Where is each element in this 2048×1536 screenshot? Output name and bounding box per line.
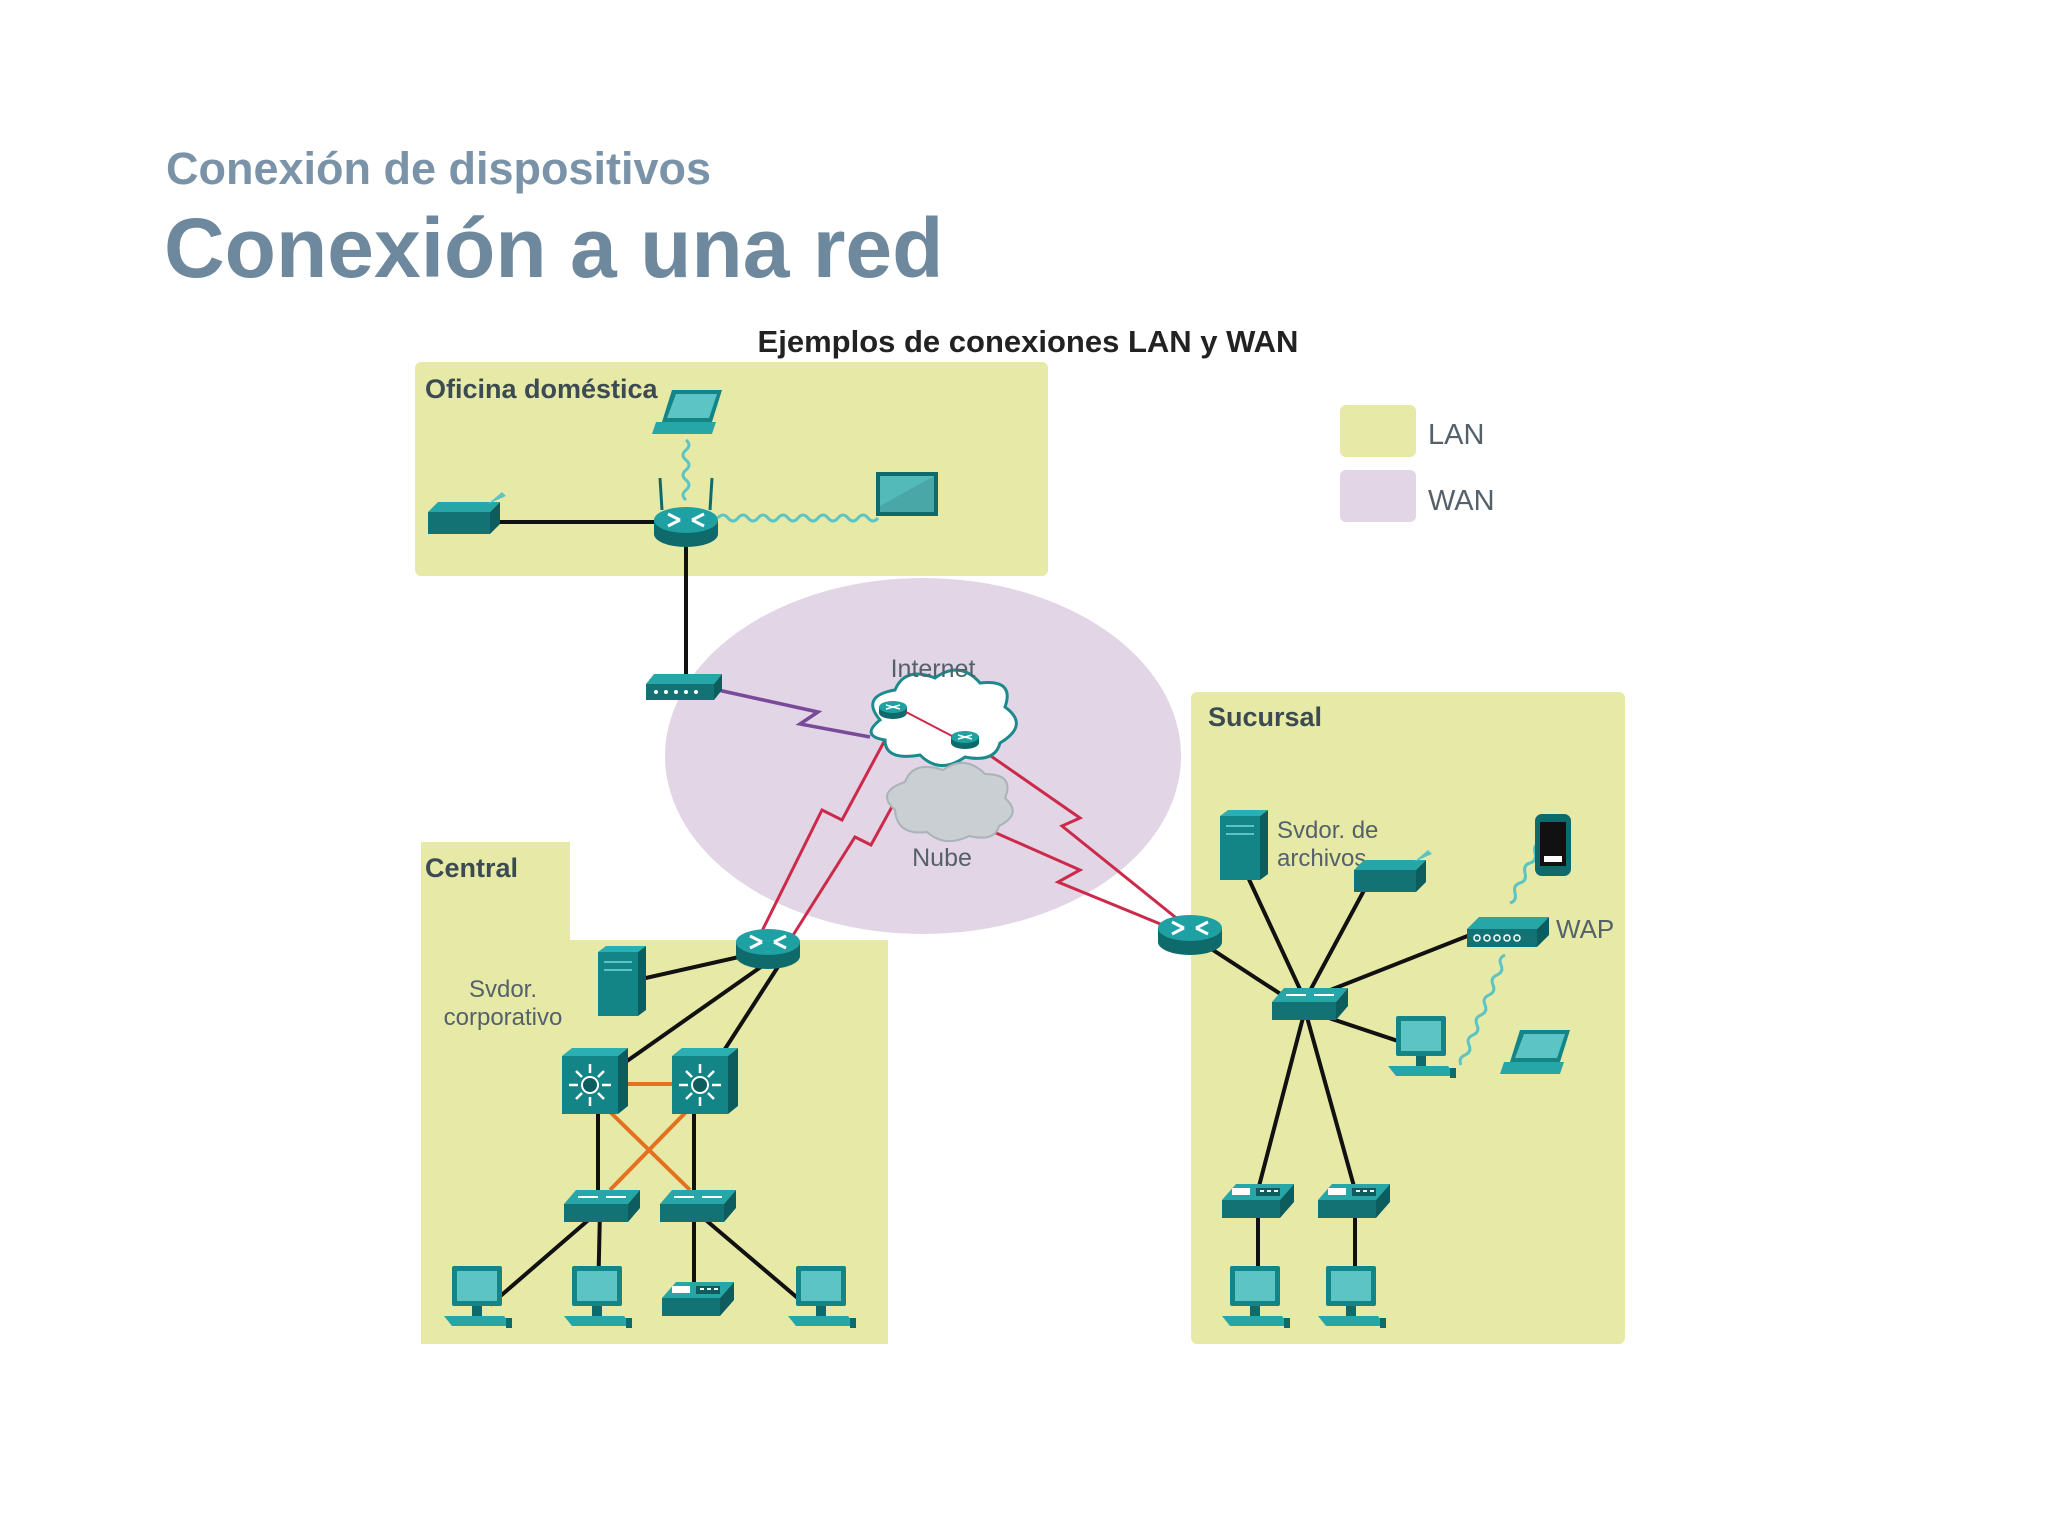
diagram-title: Ejemplos de conexiones LAN y WAN <box>758 324 1299 359</box>
branch-pc-2-icon <box>1222 1266 1290 1328</box>
zone-home-label: Oficina doméstica <box>425 374 659 404</box>
central-pc-2-icon <box>564 1266 632 1328</box>
branch-pc-3-icon <box>1318 1266 1386 1328</box>
nube-cloud <box>886 762 1014 843</box>
corporate-server-icon <box>597 945 647 1017</box>
slide-subtitle: Conexión de dispositivos <box>166 143 712 194</box>
central-router-icon <box>734 927 802 971</box>
redundant-links <box>606 1082 692 1192</box>
wan-links <box>758 739 1186 941</box>
home-tablet-icon <box>876 472 938 516</box>
legend-wan-swatch <box>1340 470 1416 522</box>
zone-central-label: Central <box>425 853 518 883</box>
file-server-icon <box>1219 809 1269 881</box>
central-access-switch-1-icon <box>563 1189 641 1223</box>
central-ml-switch-1-icon <box>560 1046 630 1116</box>
central-pc-1-icon <box>444 1266 512 1328</box>
zone-branch-label: Sucursal <box>1208 702 1322 732</box>
slide-title: Conexión a una red <box>164 201 944 295</box>
branch-ip-phone-1-icon <box>1221 1183 1295 1219</box>
central-pc-3-icon <box>788 1266 856 1328</box>
wap-label: WAP <box>1556 914 1614 944</box>
legend-wan-label: WAN <box>1428 485 1495 517</box>
central-ml-switch-2-icon <box>670 1046 740 1116</box>
legend-lan-label: LAN <box>1428 419 1484 451</box>
branch-switch-icon <box>1271 987 1349 1021</box>
internet-cloud <box>869 668 1018 767</box>
nube-label: Nube <box>912 844 972 872</box>
central-access-switch-2-icon <box>659 1189 737 1223</box>
smartphone-icon <box>1535 814 1571 876</box>
dsl-modem-icon <box>646 674 722 700</box>
home-wireless-router-icon <box>652 505 720 549</box>
internet-label: Internet <box>891 655 976 683</box>
corp-server-label-2: corporativo <box>444 1004 563 1031</box>
corp-server-label-1: Svdor. <box>469 976 537 1003</box>
wireless-links <box>681 438 1541 1066</box>
branch-router-icon <box>1156 913 1224 957</box>
central-ip-phone-icon <box>661 1281 735 1317</box>
file-server-label-1: Svdor. de <box>1277 817 1378 844</box>
wap-icon <box>1466 916 1550 948</box>
branch-pc-1-icon <box>1388 1016 1456 1078</box>
home-router-antennas-icon <box>658 477 714 511</box>
legend-lan-swatch <box>1340 405 1416 457</box>
dsl-link <box>717 688 871 739</box>
branch-ip-phone-2-icon <box>1317 1183 1391 1219</box>
file-server-label-2: archivos <box>1277 845 1366 872</box>
legend: LAN WAN <box>1340 405 1495 522</box>
